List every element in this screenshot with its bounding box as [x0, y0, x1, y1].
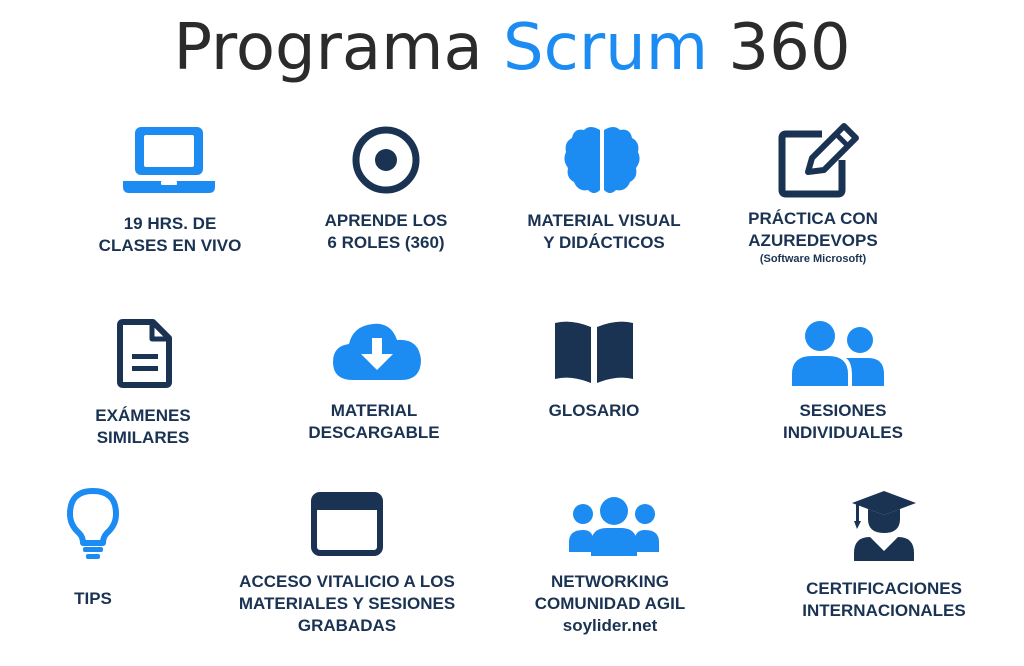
lightbulb-icon [66, 487, 120, 561]
document-icon [117, 318, 173, 388]
brain-icon [562, 124, 642, 196]
cloud-download-icon [331, 318, 423, 384]
edit-icon [778, 122, 862, 198]
graduate-icon [850, 489, 918, 561]
title-part-1: Programa [173, 11, 483, 85]
feature-label-glossary: GLOSARIO [548, 401, 640, 420]
browser-window-icon [311, 492, 383, 556]
laptop-icon [123, 125, 215, 195]
title-accent: Scrum [503, 11, 709, 85]
target-icon [350, 124, 422, 196]
book-icon [553, 317, 635, 385]
feature-label-tips: TIPS [74, 589, 112, 608]
group-icon [567, 496, 661, 558]
title-part-2: 360 [728, 11, 851, 85]
page-title: Programa Scrum 360 [0, 8, 1024, 88]
two-users-icon [790, 318, 886, 388]
